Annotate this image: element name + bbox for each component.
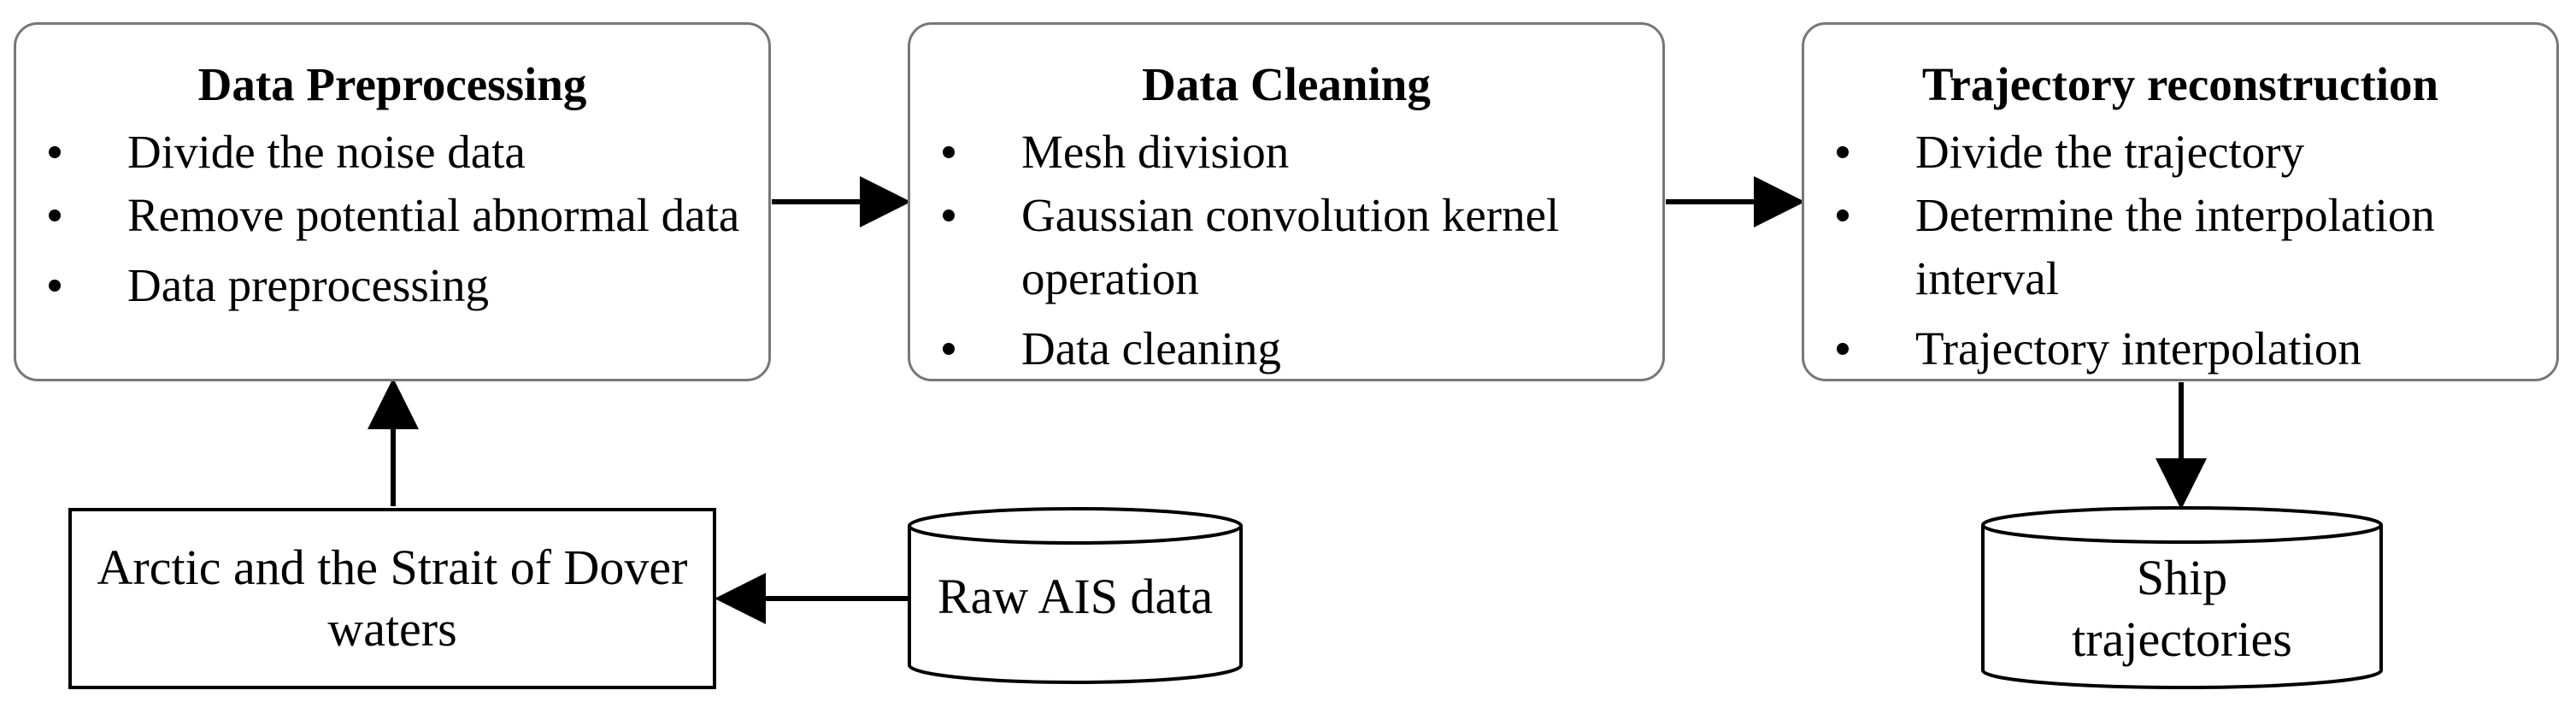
stage-title: Data Cleaning	[1142, 58, 1431, 110]
bullet-icon	[1837, 146, 1849, 158]
bullet-icon	[943, 146, 955, 158]
list-item: Mesh division	[910, 121, 1662, 184]
list-item: Gaussian convolution kernel operation	[910, 184, 1662, 310]
ship-trajectories-database-cylinder	[1981, 506, 2383, 689]
list-item-text: Gaussian convolution kernel operation	[1021, 189, 1560, 304]
stage-title: Trajectory reconstruction	[1921, 58, 2439, 110]
list-item-text: Mesh division	[1021, 126, 1290, 178]
raw-ais-database-label: Raw AIS data	[937, 569, 1214, 624]
stage-trajectory-reconstruction: Trajectory reconstruction Divide the tra…	[1802, 22, 2559, 381]
bullet-icon	[1837, 209, 1849, 221]
bullet-icon	[49, 146, 61, 158]
stage-bullet-list: Divide the noise data Remove potential a…	[16, 121, 768, 317]
bullet-icon	[49, 280, 61, 292]
list-item: Determine the interpolation interval	[1804, 184, 2556, 310]
list-item-text: Remove potential abnormal data	[127, 189, 740, 241]
list-item-text: Data preprocessing	[127, 259, 490, 311]
list-item-text: Divide the noise data	[127, 126, 526, 178]
stage-bullet-list: Mesh division Gaussian convolution kerne…	[910, 121, 1662, 380]
ship-trajectories-database-label: Ship trajectories	[2072, 550, 2292, 667]
list-item: Divide the noise data	[16, 121, 768, 184]
stage-bullet-list: Divide the trajectory Determine the inte…	[1804, 121, 2556, 380]
list-item: Data preprocessing	[16, 254, 768, 317]
list-item-text: Determine the interpolation interval	[1915, 189, 2435, 304]
bullet-icon	[943, 343, 955, 355]
bullet-icon	[1837, 343, 1849, 355]
list-item-text: Trajectory interpolation	[1915, 322, 2361, 375]
list-item: Data cleaning	[910, 317, 1662, 380]
stage-data-preprocessing: Data Preprocessing Divide the noise data…	[14, 22, 771, 381]
raw-ais-database-cylinder	[908, 507, 1243, 684]
list-item-text: Divide the trajectory	[1915, 126, 2305, 178]
stage-title: Data Preprocessing	[197, 58, 587, 110]
bullet-icon	[943, 209, 955, 221]
stage-data-cleaning: Data Cleaning Mesh division Gaussian con…	[908, 22, 1665, 381]
bullet-icon	[49, 209, 61, 221]
list-item: Divide the trajectory	[1804, 121, 2556, 184]
source-region-box: Arctic and the Strait of Dover waters	[68, 508, 716, 689]
source-region-label: Arctic and the Strait of Dover waters	[97, 540, 688, 657]
list-item: Remove potential abnormal data	[16, 184, 768, 247]
list-item-text: Data cleaning	[1021, 322, 1281, 375]
list-item: Trajectory interpolation	[1804, 317, 2556, 380]
